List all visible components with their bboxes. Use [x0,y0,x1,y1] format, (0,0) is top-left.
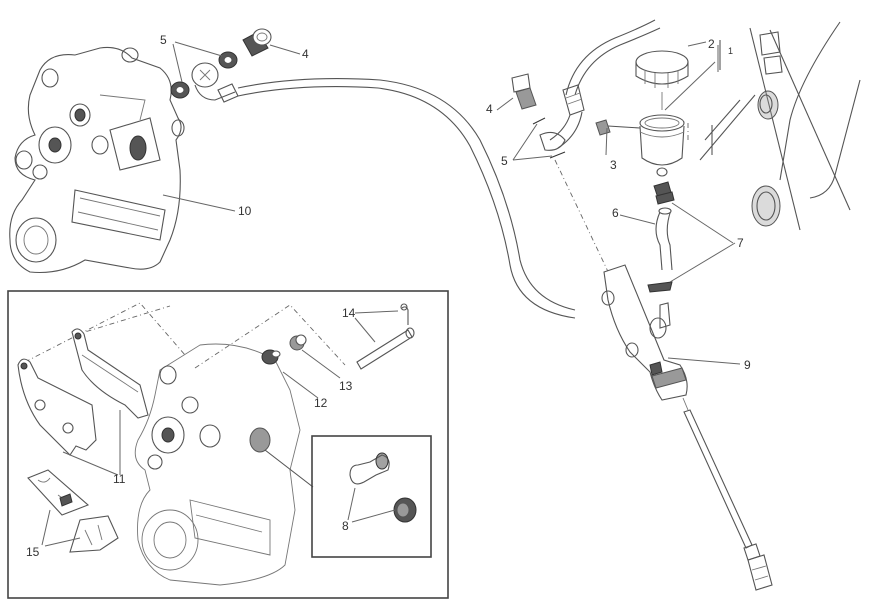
caliper-piston[interactable] [349,452,390,485]
sealing-washer-right-lower[interactable] [549,151,566,159]
piston-seal[interactable] [393,497,417,523]
callout-11: 11 [113,472,126,486]
hose-clamp-upper[interactable] [655,191,675,205]
banjo-fitting-right[interactable] [539,131,566,151]
sealing-washer-right-upper[interactable] [532,117,546,125]
sealing-washer-top-left[interactable] [170,81,190,99]
callout-13: 13 [339,379,353,393]
bleed-valve[interactable] [261,349,281,365]
brake-fluid-reservoir[interactable] [639,114,685,199]
banjo-bolt-top[interactable] [242,28,272,57]
callout-12: 12 [314,396,328,410]
hose-clamp-lower[interactable] [647,281,673,293]
pad-spring-upper[interactable] [27,469,90,516]
callout-5-top: 5 [160,33,167,47]
sealing-washer-top-right[interactable] [218,51,238,69]
callout-6: 6 [612,206,619,220]
detail-leader [264,449,314,488]
pad-axis-lines [24,302,186,363]
piston-seal-detail-box [311,435,432,558]
callout-4-top: 4 [302,47,309,61]
callout-15: 15 [26,545,40,559]
reservoir-hose[interactable] [655,207,673,271]
leader-lines [41,41,741,547]
rear-caliper[interactable] [9,46,185,274]
pad-retaining-pin[interactable] [356,303,415,370]
callout-5-right: 5 [501,154,508,168]
pad-spring-lower[interactable] [69,515,119,553]
callout-4-right: 4 [486,102,493,116]
caliper-detail-inset [7,290,449,599]
brake-pad-outer[interactable] [17,358,97,456]
callout-9: 9 [744,358,751,372]
callout-3: 3 [610,158,617,172]
callout-10: 10 [238,204,252,218]
bleed-valve-cap[interactable] [289,334,307,351]
rear-master-cylinder[interactable] [601,264,688,401]
callout-8: 8 [342,519,349,533]
banjo-bolt-right[interactable] [511,73,537,110]
push-rod[interactable] [682,397,773,591]
reservoir-cap[interactable] [635,50,689,88]
brake-hose[interactable] [237,78,576,319]
brake-pad-inner[interactable] [71,328,149,419]
callout-2: 2 [708,37,715,51]
assembly-axis [554,159,613,281]
callout-14: 14 [342,306,356,320]
callout-1: 1 [728,46,733,56]
rear-caliper-detail[interactable] [134,343,301,586]
reservoir-screw[interactable] [595,119,641,136]
pin-axis-lines [194,304,346,369]
frame-bracket [699,21,861,231]
pad-axis-lines-2 [74,305,171,336]
banjo-fitting-top[interactable] [191,62,239,103]
callout-7: 7 [737,236,744,250]
